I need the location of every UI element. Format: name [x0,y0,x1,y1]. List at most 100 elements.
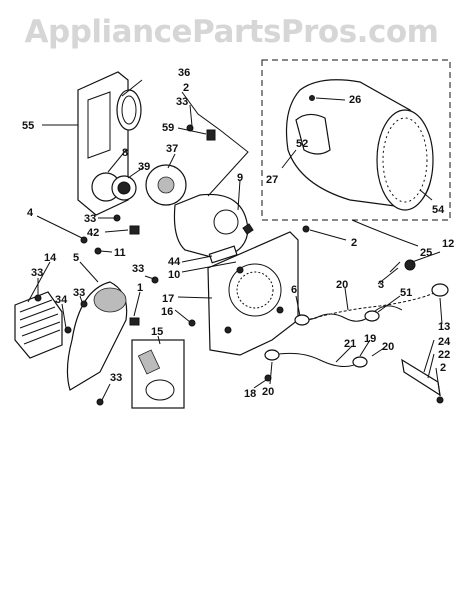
callout-33: 33 [110,372,122,384]
callout-59: 59 [162,122,174,134]
callout-10: 10 [168,269,180,281]
leader-4 [36,215,83,239]
callout-12: 12 [442,238,454,250]
leader-19 [359,339,371,357]
callout-2: 2 [351,237,357,249]
idler-spring-path [271,352,361,367]
leader-44 [181,255,213,263]
callout-3: 3 [378,279,384,291]
leader-8 [107,149,127,173]
callout-17: 17 [162,293,174,305]
rear-panel-hole-3 [224,326,232,334]
callout-labels: 36 55 2 33 59 37 8 39 9 4 33 42 11 44 10… [22,67,454,400]
leader-20a [344,287,349,311]
drum-screw [309,95,315,101]
drum-dashed-box [261,59,451,221]
callout-24: 24 [438,336,451,348]
leader-39 [127,166,145,179]
callout-42: 42 [87,227,99,239]
drive-belt-path [299,291,437,323]
rear-panel-bearing [236,271,274,309]
leader-20b [371,347,385,357]
leader-33e [144,275,155,280]
clip-42 [129,225,140,235]
leader-24 [423,339,435,373]
callout-18: 18 [244,388,256,400]
screw-4 [80,236,88,244]
callout-20: 20 [262,386,274,398]
callout-16: 16 [161,306,173,318]
leader-20c [269,361,273,385]
leader-lines [27,79,443,401]
callout-4: 4 [27,207,34,219]
callout-1: 1 [137,282,143,294]
bulkhead-opening [87,91,111,159]
callout-36: 36 [178,67,190,79]
callout-54: 54 [432,204,445,216]
rear-panel-drum-opening [228,263,282,317]
callout-33: 33 [31,267,43,279]
drum-assembly [261,59,451,221]
lint-screen-mesh [19,299,61,345]
callout-37: 37 [166,143,178,155]
idler-pulley [404,259,416,271]
screw-34 [64,326,72,334]
duct-group [14,281,128,391]
callout-55: 55 [22,120,34,132]
leader-6 [295,295,301,317]
idler-bracket [389,261,401,273]
leader-3 [377,267,399,285]
screw-33e [151,276,159,284]
callout-11: 11 [114,247,126,259]
callout-13: 13 [438,321,450,333]
callout-20: 20 [336,279,348,291]
blower-seal [208,245,238,264]
callout-9: 9 [237,172,243,184]
drive-belt [299,305,403,323]
leader-33f [101,383,111,401]
watermark-text: AppliancePartsPros.com [24,14,439,50]
leader-11 [99,250,113,253]
leader-5 [79,261,99,283]
hardware-kit-box [131,339,185,409]
callout-14: 14 [44,252,57,264]
blower-housing-port [213,209,239,235]
callout-19: 19 [364,333,376,345]
leader-2c [435,367,441,397]
leader-14 [27,261,51,303]
callout-20: 20 [382,341,394,353]
callout-27: 27 [266,174,278,186]
callout-52: 52 [296,138,308,150]
leader-33a [189,104,193,127]
leader-13 [439,297,443,325]
switch-1 [129,317,140,326]
leader-33d [79,295,83,303]
callout-2: 2 [440,362,446,374]
hardware-kit-group [131,339,185,409]
leader-21 [335,345,353,363]
blower-group [91,164,254,264]
callout-5: 5 [73,252,79,264]
leader-2a [181,91,249,197]
drum-front-seal [382,117,428,203]
leader-18 [253,379,267,389]
callout-34: 34 [55,294,68,306]
drum-front-rim [376,109,434,211]
screw-2c [436,396,444,404]
leader-42 [104,229,129,233]
leader-59 [177,127,207,135]
kit-clamp [145,379,175,401]
callout-39: 39 [138,161,150,173]
kit-spring [137,349,161,375]
leader-2b [309,229,347,241]
screw-2b [302,225,310,233]
screw-33d [80,300,88,308]
thermal-fuse-59 [206,129,216,141]
callout-2: 2 [183,82,189,94]
washer-16 [188,319,196,327]
rear-panel-hole-2 [276,306,284,314]
leader-36 [121,79,143,97]
callout-33: 33 [132,263,144,275]
roller-left [294,314,310,326]
